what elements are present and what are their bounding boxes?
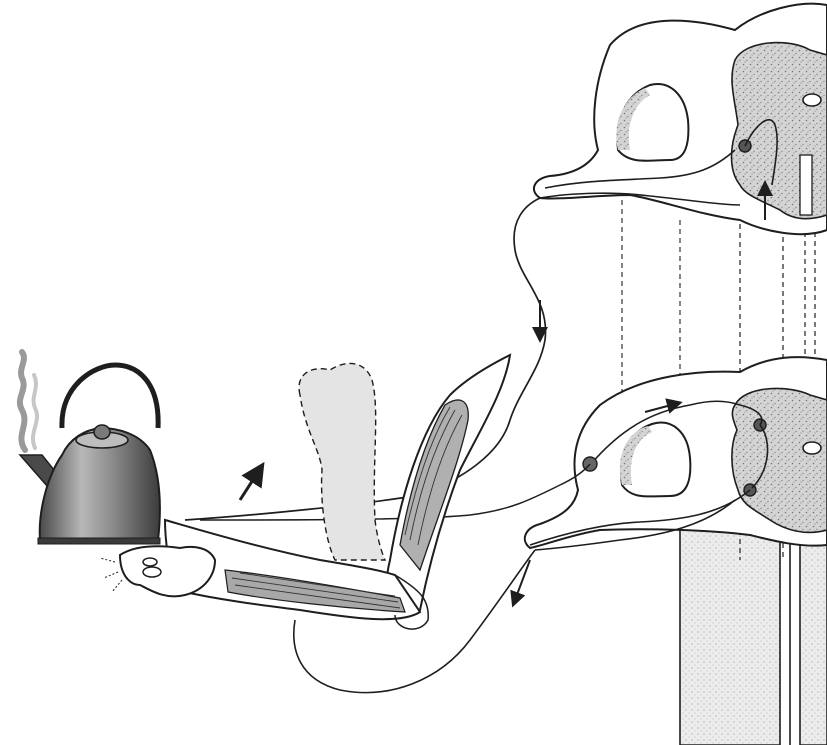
steam-icon (20, 352, 37, 450)
withdrawal-arrow-icon (240, 472, 258, 500)
withdrawn-arm-outline (240, 363, 385, 560)
spinal-cord-lower-segment (525, 357, 827, 550)
kettle-icon (20, 365, 160, 544)
hand-icon (100, 546, 215, 596)
heat-sensation-icon (100, 558, 122, 592)
spinal-cord-upper-segment (534, 4, 827, 234)
